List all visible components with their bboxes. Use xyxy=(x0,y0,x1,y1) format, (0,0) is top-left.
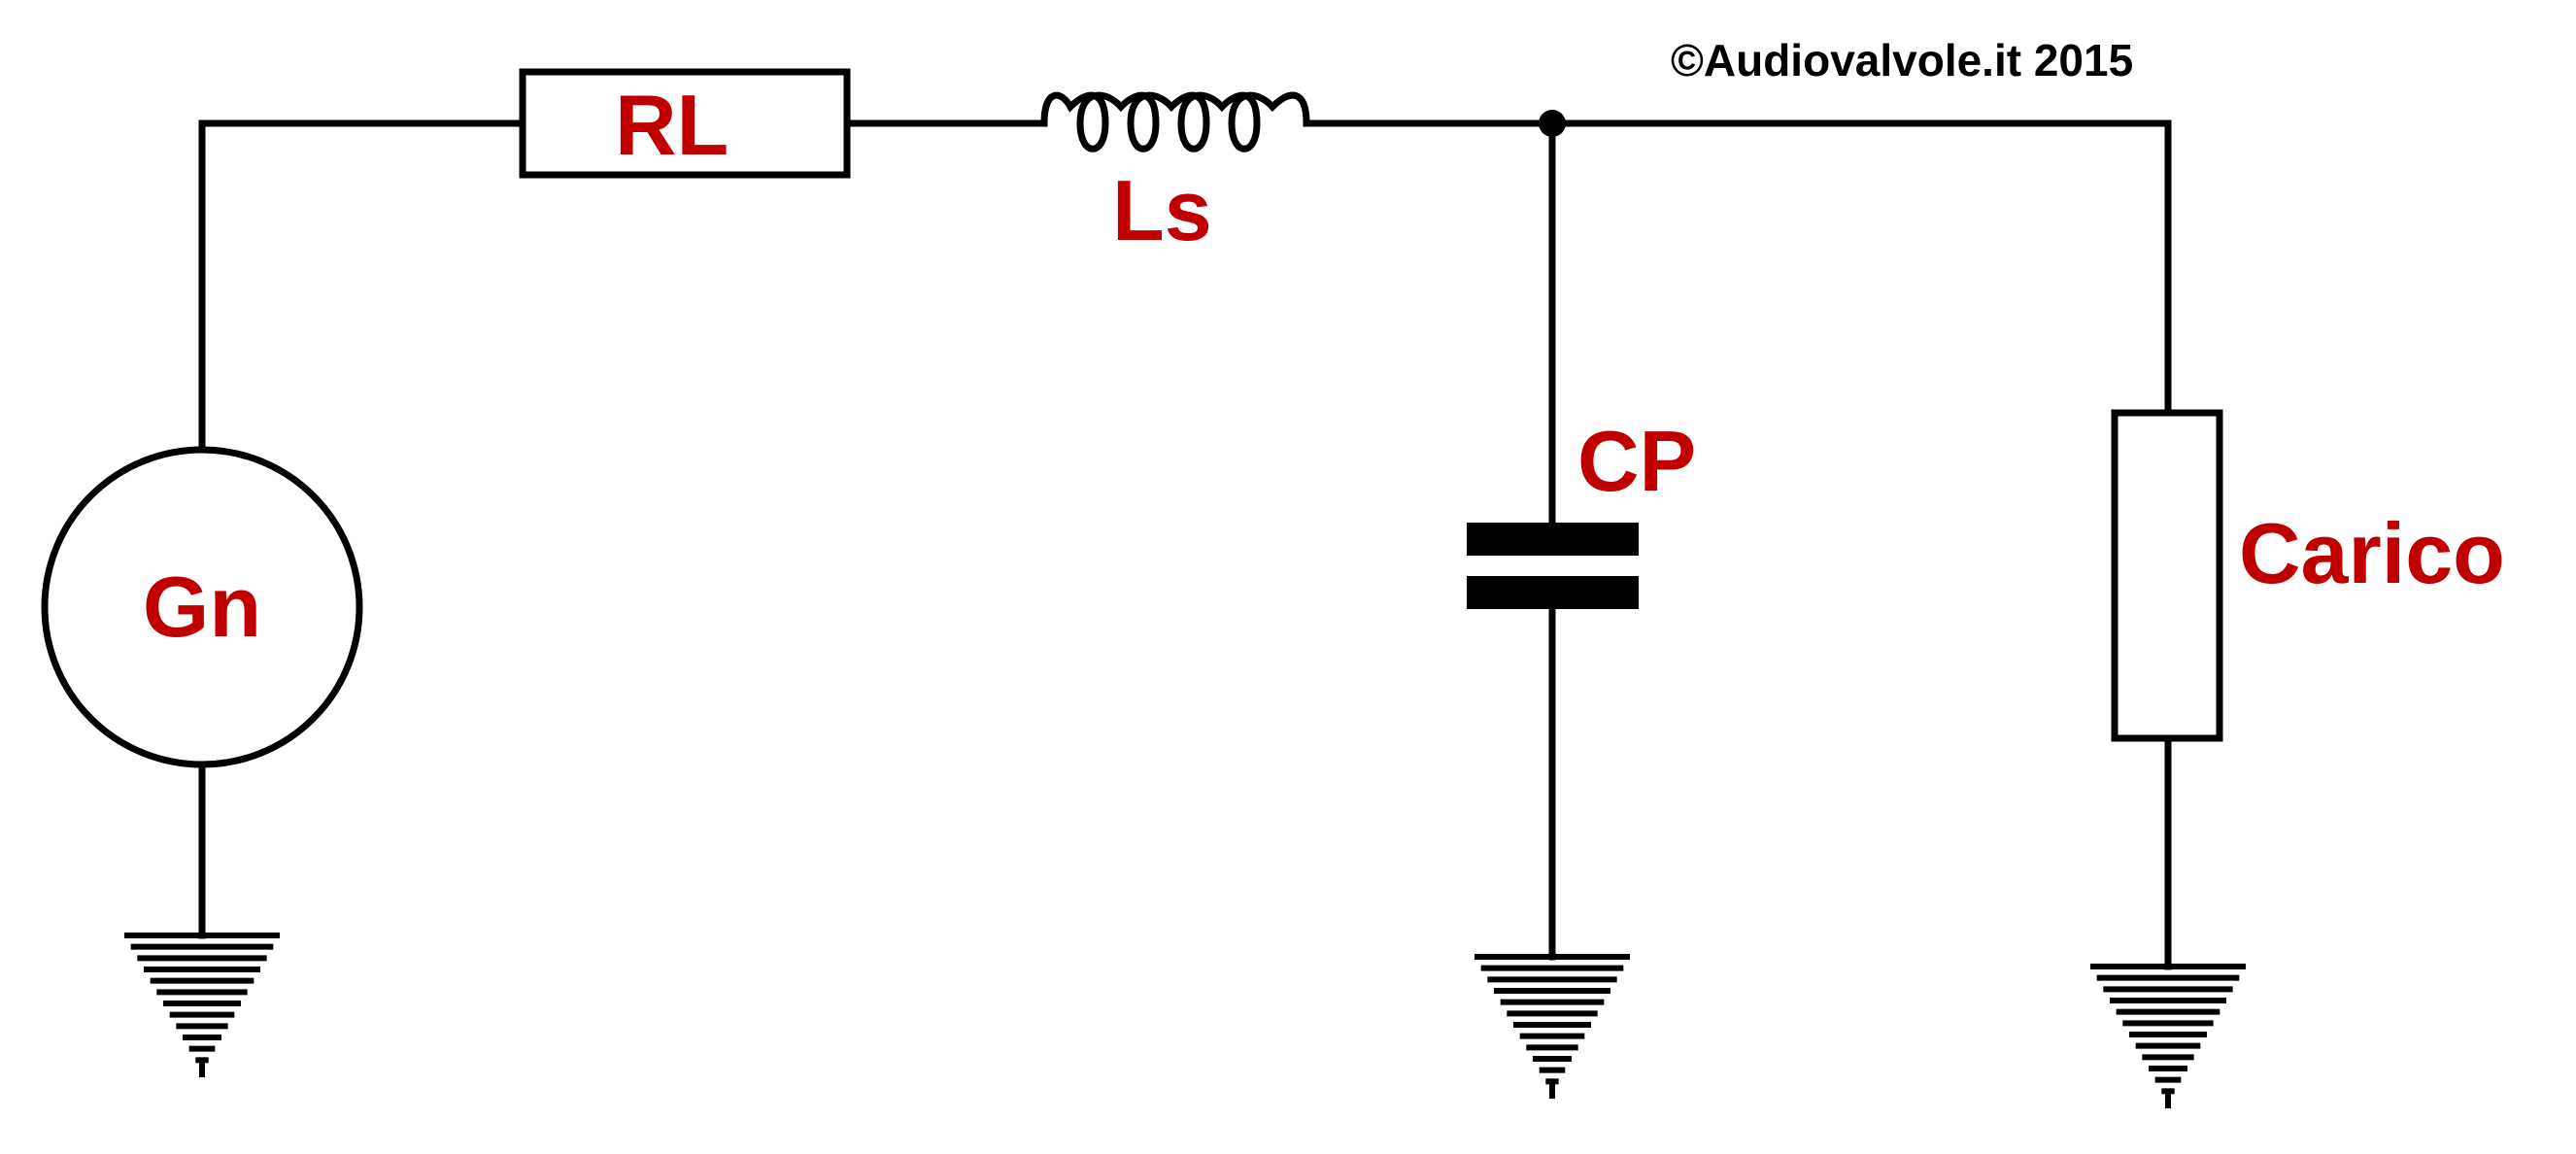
ground-carico-icon xyxy=(2090,964,2246,1108)
label-cp: CP xyxy=(1577,413,1696,509)
capacitor-plate-top xyxy=(1467,523,1639,556)
resistor-carico xyxy=(2111,409,2223,742)
inductor-ls xyxy=(1040,91,1310,153)
generator-gn xyxy=(41,446,363,768)
capacitor-cp xyxy=(1467,523,1639,609)
wires xyxy=(198,119,2172,970)
ground-gn-icon xyxy=(124,933,280,1077)
label-rl: RL xyxy=(615,77,729,173)
capacitor-plate-bottom xyxy=(1467,576,1639,609)
label-ls: Ls xyxy=(1112,162,1212,258)
resistor-rl xyxy=(519,68,851,179)
copyright-text: ©Audiovalvole.it 2015 xyxy=(1671,35,2133,85)
label-gn: Gn xyxy=(143,559,261,655)
junction-dot xyxy=(1539,110,1566,137)
wire-gn-to-rl xyxy=(198,119,526,453)
label-carico: Carico xyxy=(2239,505,2505,601)
ground-cp-icon xyxy=(1474,954,1630,1099)
wire-ls-to-node xyxy=(1303,119,2172,417)
